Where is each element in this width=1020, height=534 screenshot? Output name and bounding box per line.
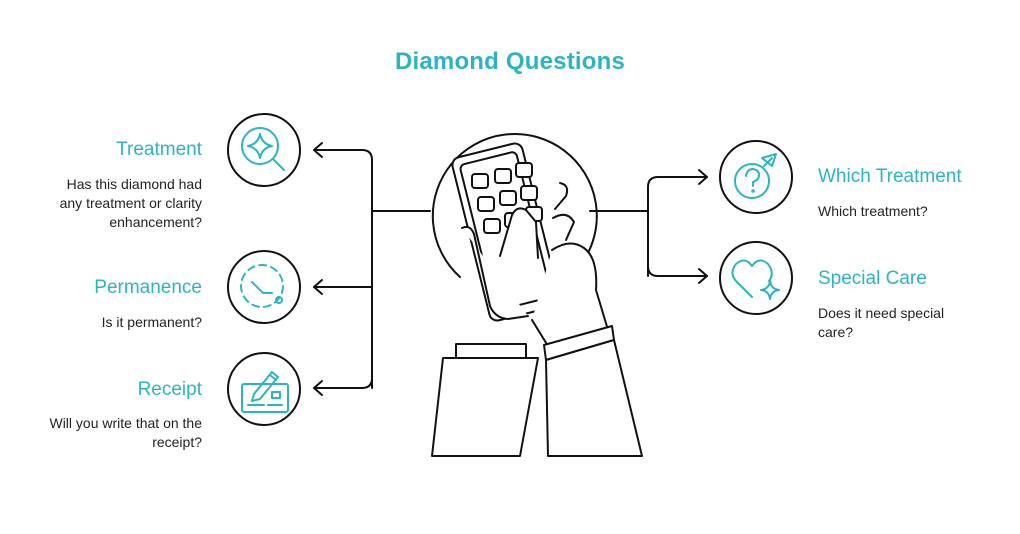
which-treatment-description: Which treatment? [818,203,928,219]
permanence-icon-circle [227,250,301,324]
diagram-title: Diamond Questions [394,48,626,75]
permanence-heading: Permanence [94,277,202,298]
pen-on-card-icon [241,371,289,413]
which-treatment-icon-circle [719,140,793,214]
diamond-magnifier-icon [241,127,285,171]
which-treatment-heading: Which Treatment [818,166,962,187]
question-ring-icon [734,153,777,199]
hands-calculator-icon [431,133,643,457]
treatment-heading: Treatment [116,139,202,160]
receipt-description: Will you write that on the receipt? [49,415,202,450]
heart-sparkle-icon [731,259,780,300]
receipt-heading: Receipt [137,379,202,400]
special-care-description: Does it need special care? [818,305,945,340]
dashed-clock-icon [240,264,284,308]
permanence-description: Is it permanent? [101,314,202,330]
receipt-icon-circle [227,352,301,426]
connector-lines [313,142,708,396]
special-care-icon-circle [719,241,793,315]
treatment-description: Has this diamond had any treatment or cl… [59,176,202,230]
special-care-heading: Special Care [818,268,927,289]
